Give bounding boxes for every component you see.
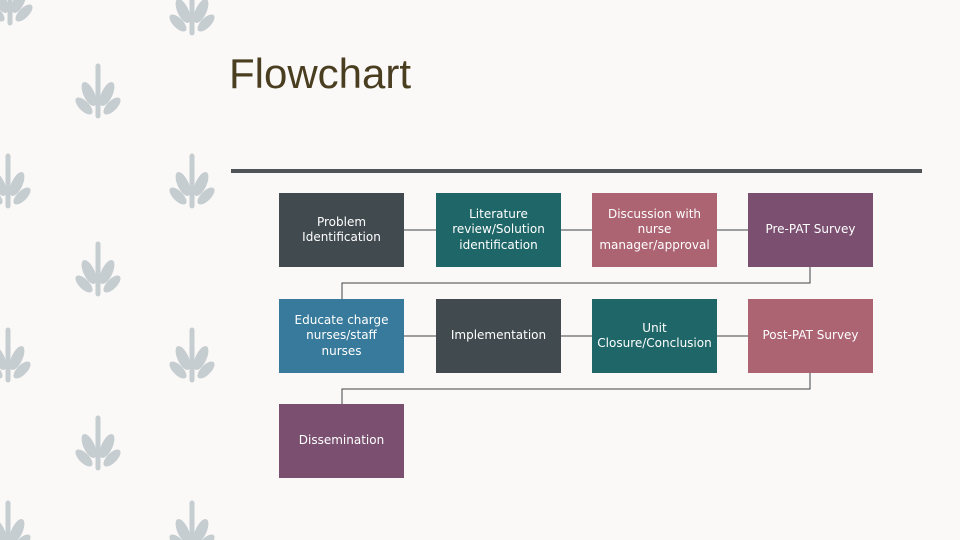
step-educate: Educate charge nurses/staff nurses xyxy=(279,299,404,373)
page-title: Flowchart xyxy=(229,50,412,97)
step-dissemination: Dissemination xyxy=(279,404,404,478)
step-pre-survey: Pre-PAT Survey xyxy=(748,193,873,267)
step-literature-review: Literature review/Solution identificatio… xyxy=(436,193,561,267)
step-discussion: Discussion with nurse manager/approval xyxy=(592,193,717,267)
step-implementation: Implementation xyxy=(436,299,561,373)
step-unit-closure: Unit Closure/Conclusion xyxy=(592,299,717,373)
connector-row1-row2 xyxy=(341,267,811,299)
title-divider xyxy=(231,169,922,173)
connector-row2-row3 xyxy=(341,373,811,404)
step-problem-identification: Problem Identification xyxy=(279,193,404,267)
step-post-survey: Post-PAT Survey xyxy=(748,299,873,373)
